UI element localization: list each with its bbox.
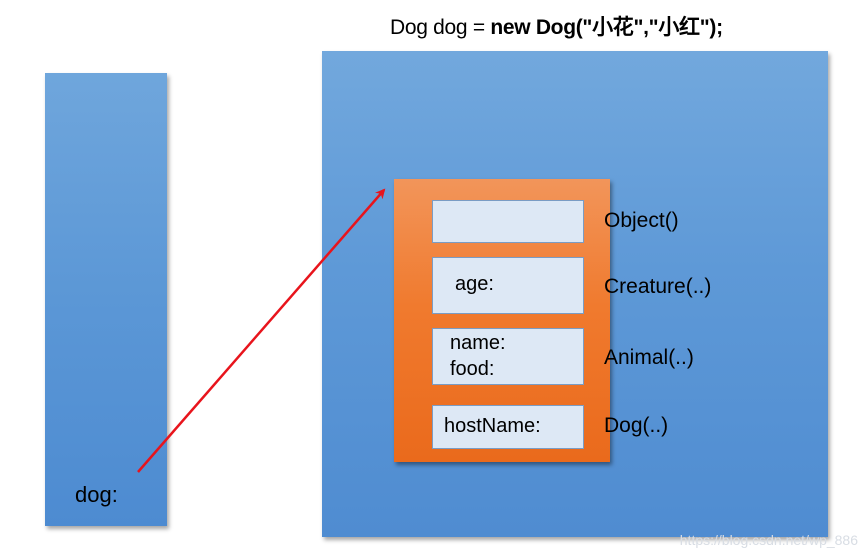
stack-memory-area — [45, 73, 167, 526]
field-food-label: food: — [450, 358, 495, 380]
code-title: Dog dog = new Dog("小花","小红"); — [390, 11, 723, 41]
code-title-prefix: Dog dog = — [390, 16, 491, 39]
constructor-label-dog: Dog(..) — [604, 414, 669, 437]
constructor-label-object: Object() — [604, 209, 679, 232]
watermark: https://blog.csdn.net/wp_886 — [679, 532, 858, 548]
code-title-constructor-call: new Dog("小花","小红"); — [490, 16, 723, 39]
dog-fields-box: hostName: — [432, 405, 584, 449]
constructor-label-animal: Animal(..) — [604, 346, 694, 369]
stack-variable-label: dog: — [75, 482, 118, 507]
field-hostname-label: hostName: — [444, 415, 541, 437]
field-age-label: age: — [455, 273, 494, 295]
constructor-label-creature: Creature(..) — [604, 275, 712, 298]
animal-fields-box: name: food: — [432, 328, 584, 385]
object-fields-box — [432, 200, 584, 243]
creature-fields-box: age: — [432, 257, 584, 314]
field-name-label: name: — [450, 332, 506, 354]
